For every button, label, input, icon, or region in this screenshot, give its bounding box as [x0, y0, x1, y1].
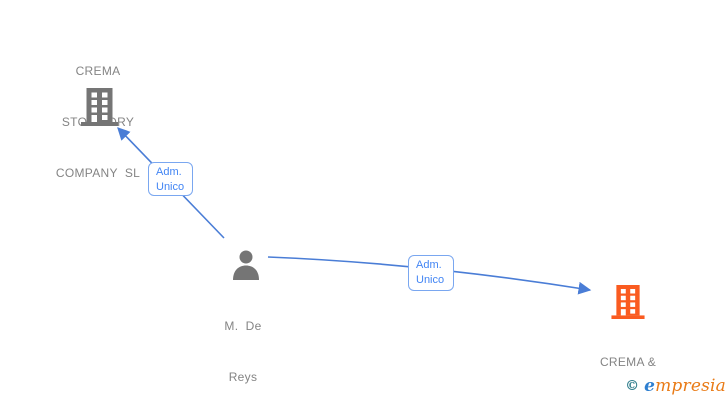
copyright-icon: ©	[625, 378, 640, 394]
person-icon	[233, 250, 259, 280]
company2-name: CREMA & ROSAL MINING SL	[599, 355, 657, 369]
node-company2[interactable]	[611, 285, 645, 324]
empresia-logo[interactable]: © empresia	[625, 376, 726, 396]
building-icon	[611, 285, 645, 319]
node-company1[interactable]	[81, 88, 118, 131]
edge-label-adm-unico-1: Adm. Unico	[148, 162, 193, 196]
person1-name: M. De Reys Walter...	[224, 319, 262, 384]
building-icon	[81, 88, 118, 126]
empresia-wordmark: empresia	[644, 376, 726, 396]
node-person1[interactable]	[231, 250, 261, 285]
edge-label-adm-unico-2: Adm. Unico	[408, 255, 454, 291]
